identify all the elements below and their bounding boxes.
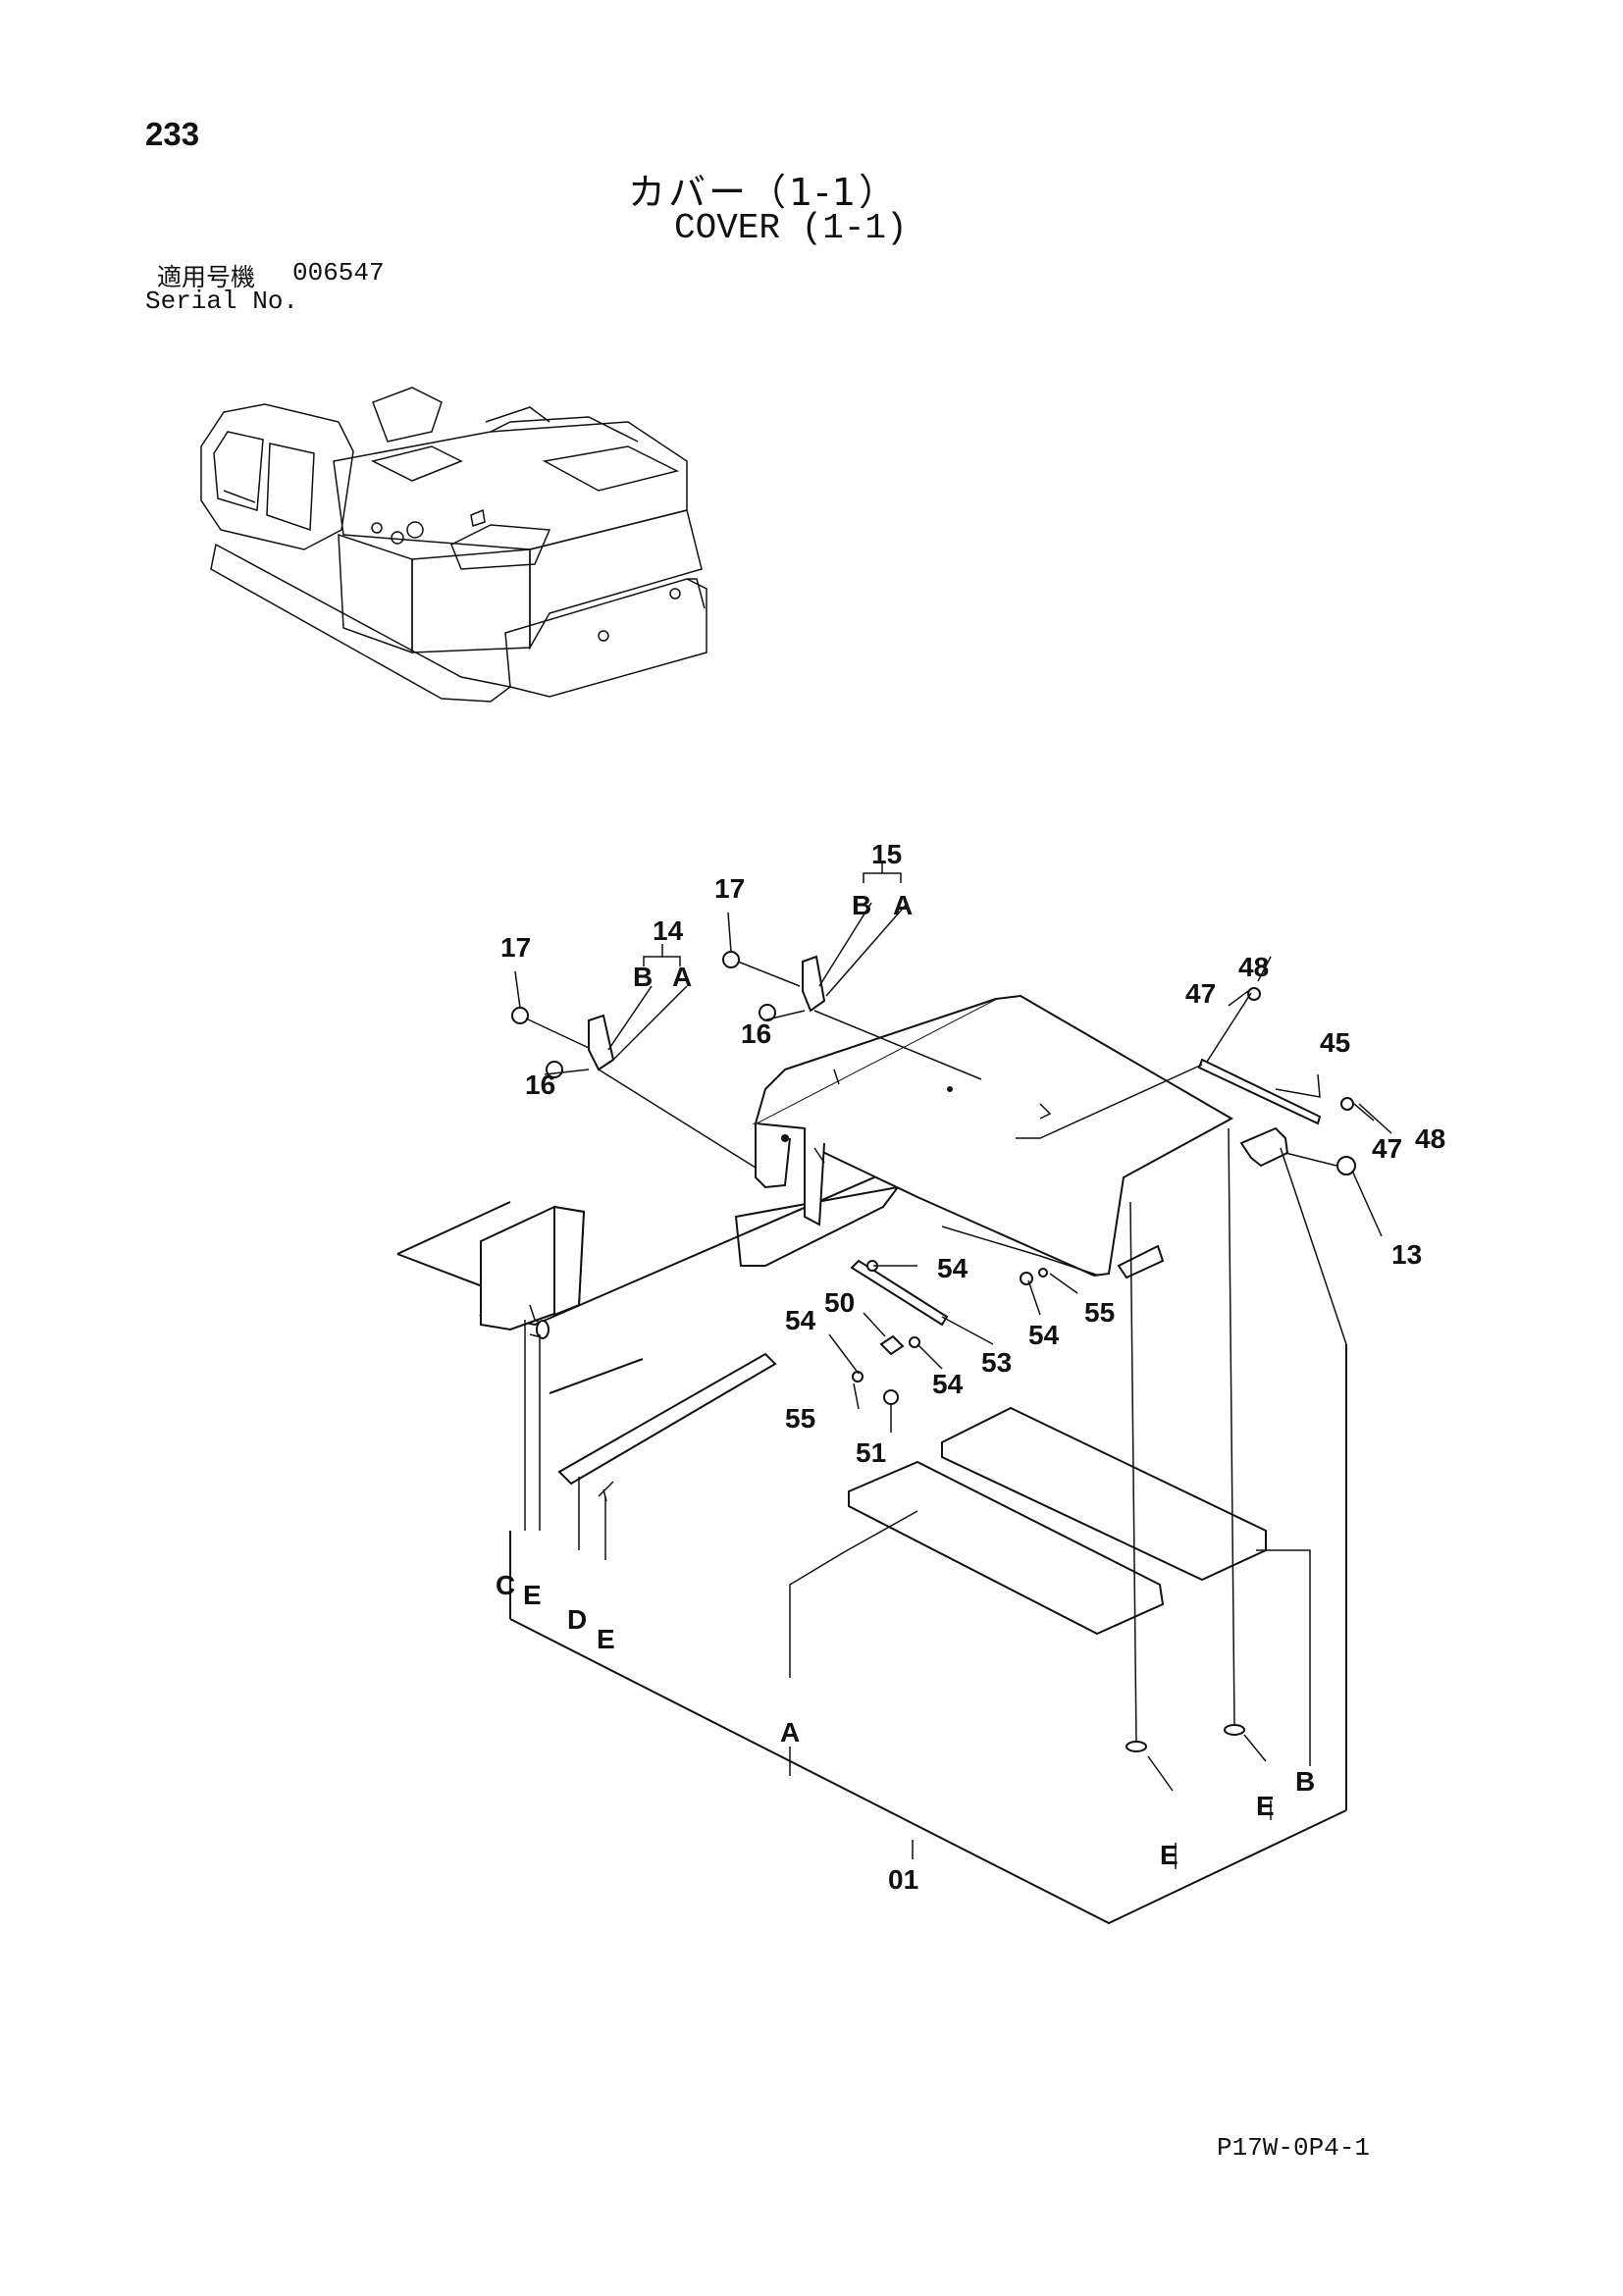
callout-17-left: 17 [500,932,531,963]
hinge-assembly-right [1117,1126,1356,1279]
small-fasteners [536,987,1354,1752]
serial-label-japanese: 適用号機 [157,263,256,291]
callout-45: 45 [1320,1027,1350,1058]
callout-50: 50 [824,1287,855,1318]
callout-55-b: 55 [785,1403,815,1434]
callout-16-right: 16 [741,1018,771,1049]
callout-01: 01 [888,1864,918,1895]
callout-14-b: B [633,962,653,992]
callout-15-a: A [893,890,913,920]
callout-labels: 14 B A 15 B A 17 17 16 16 47 48 45 48 47… [496,839,1445,1895]
callout-48-right: 48 [1415,1123,1445,1154]
callout-17-right: 17 [714,873,745,904]
hinge-bracket-15 [722,951,826,1021]
lower-plate-a [848,1460,1165,1636]
callout-47-bottom: 47 [1372,1133,1402,1164]
page-reference-code: P17W-0P4-1 [1217,2133,1371,2163]
ref-letter-d: D [567,1604,587,1635]
ref-letter-a: A [780,1717,800,1748]
callout-54-a: 54 [937,1253,969,1283]
callout-14: 14 [653,915,684,946]
ref-letter-e-2: E [597,1624,615,1654]
side-panel-block [480,1205,586,1337]
callout-48-top: 48 [1238,952,1269,982]
serial-label-english: Serial No. [145,287,299,316]
callout-53: 53 [981,1347,1012,1378]
callout-54-c: 54 [785,1305,816,1335]
callout-55-a: 55 [1084,1297,1115,1328]
main-cover-panel [752,994,1234,1278]
page-title-english: COVER (1-1) [674,208,908,248]
ref-letter-e-3: E [1160,1840,1178,1870]
hinge-bracket-14 [511,1007,615,1078]
long-bar-part [557,1352,777,1502]
leader-lines [514,861,1392,1869]
callout-54-d: 54 [932,1369,964,1399]
callout-13: 13 [1391,1239,1422,1270]
page-title-japanese: カバー（1-1） [628,171,900,214]
assembly-frame-lines [396,1147,1347,1925]
ref-letter-e-4: E [1256,1791,1275,1821]
page-number: 233 [145,116,200,152]
callout-47-top: 47 [1185,978,1216,1009]
callout-51: 51 [856,1437,886,1468]
ref-letter-c: C [496,1570,515,1600]
callout-16-left: 16 [525,1070,555,1100]
callout-14-a: A [672,962,692,992]
callout-15-b: B [852,890,871,920]
callout-54-b: 54 [1028,1320,1060,1350]
ref-letter-b: B [1295,1766,1315,1797]
ref-letter-e-1: E [523,1580,542,1610]
callout-15: 15 [871,839,902,869]
serial-number-value: 006547 [292,258,385,287]
